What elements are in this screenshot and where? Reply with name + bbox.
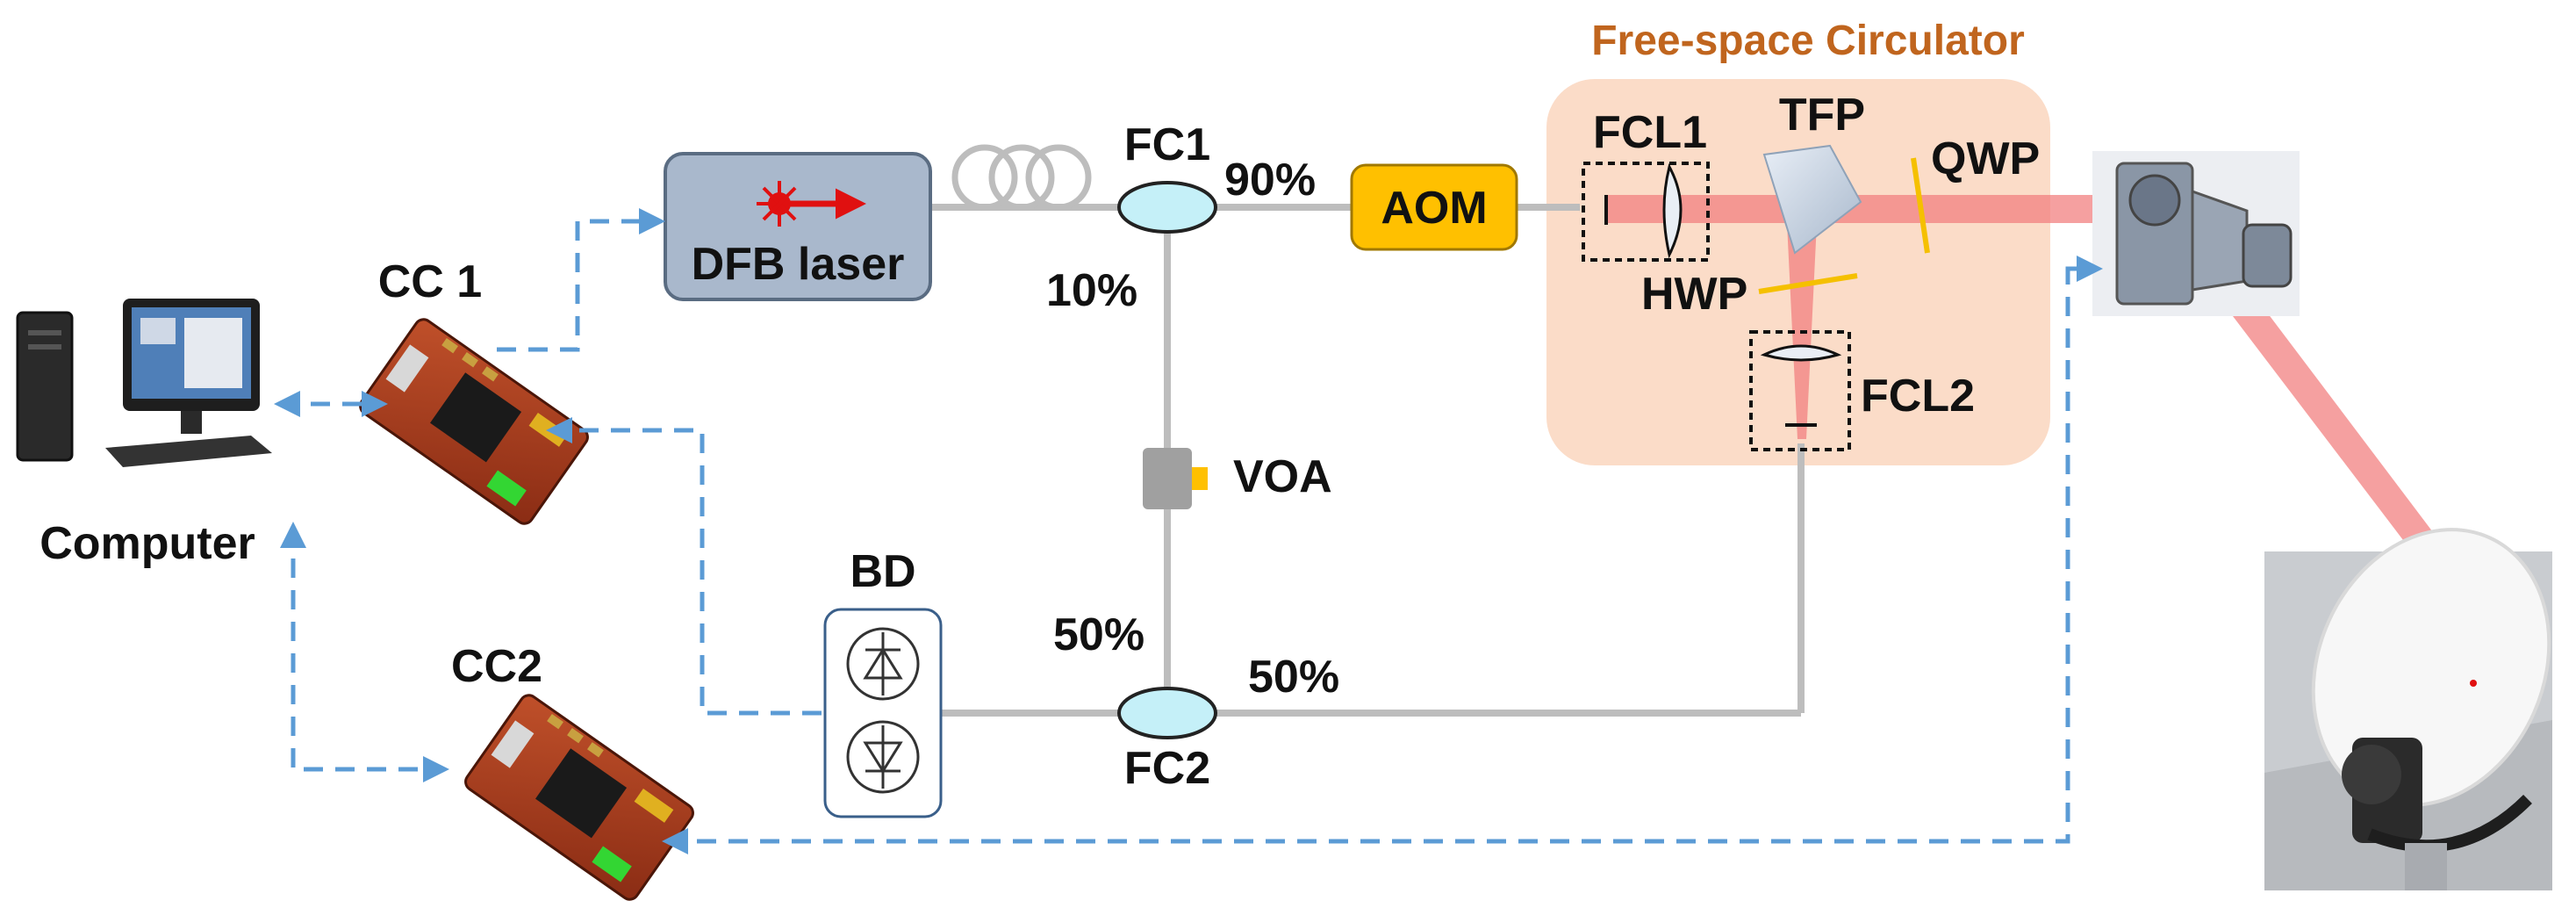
photodiode-up-icon [863, 632, 903, 695]
tfp-label: TFP [1779, 90, 1865, 141]
fc1-90-label: 90% [1224, 155, 1316, 205]
fcl1-box [1582, 162, 1710, 262]
laser-star-icon [757, 181, 866, 227]
fc2-50b-label: 50% [1248, 652, 1339, 703]
fiber-coil [951, 144, 1092, 211]
target-photo [2264, 528, 2552, 890]
cc2-label: CC2 [451, 641, 542, 692]
computer-label: Computer [39, 518, 255, 569]
aom-label: AOM [1381, 183, 1487, 234]
scanner-mirror [2092, 151, 2300, 316]
tfp-plate [1762, 144, 1862, 255]
fc1-coupler [1117, 181, 1217, 234]
fcl2-label: FCL2 [1861, 371, 1975, 422]
fcl2-box [1749, 330, 1851, 451]
hwp-plate [1758, 273, 1858, 294]
voa [1143, 448, 1208, 509]
balanced-detector [823, 608, 943, 818]
hwp-label: HWP [1641, 269, 1747, 320]
fc2-50a-label: 50% [1053, 609, 1144, 660]
fc1-10-label: 10% [1046, 265, 1137, 316]
bd-label: BD [850, 546, 915, 597]
fc2-label: FC2 [1124, 743, 1210, 794]
fcl2-lens [1760, 344, 1842, 362]
computer-icon [16, 299, 272, 467]
voa-label: VOA [1233, 451, 1332, 502]
photodiode-down-icon [863, 725, 903, 789]
aom-box [1350, 163, 1518, 251]
fc2-coupler [1117, 687, 1217, 739]
circulator-title: Free-space Circulator [1591, 18, 2025, 64]
qwp-plate [1911, 157, 1930, 254]
cc2-board [464, 694, 694, 901]
cc1-board [359, 318, 589, 525]
cc1-label: CC 1 [378, 256, 482, 307]
dfb-laser: DFB laser [664, 152, 932, 301]
fcl1-label: FCL1 [1593, 107, 1707, 158]
beam-horizontal [1606, 195, 2177, 223]
fc1-label: FC1 [1124, 119, 1210, 170]
fcl1-lens [1662, 162, 1683, 259]
control-links [274, 208, 2103, 854]
qwp-label: QWP [1931, 133, 2040, 184]
dfb-laser-label: DFB laser [692, 239, 905, 290]
